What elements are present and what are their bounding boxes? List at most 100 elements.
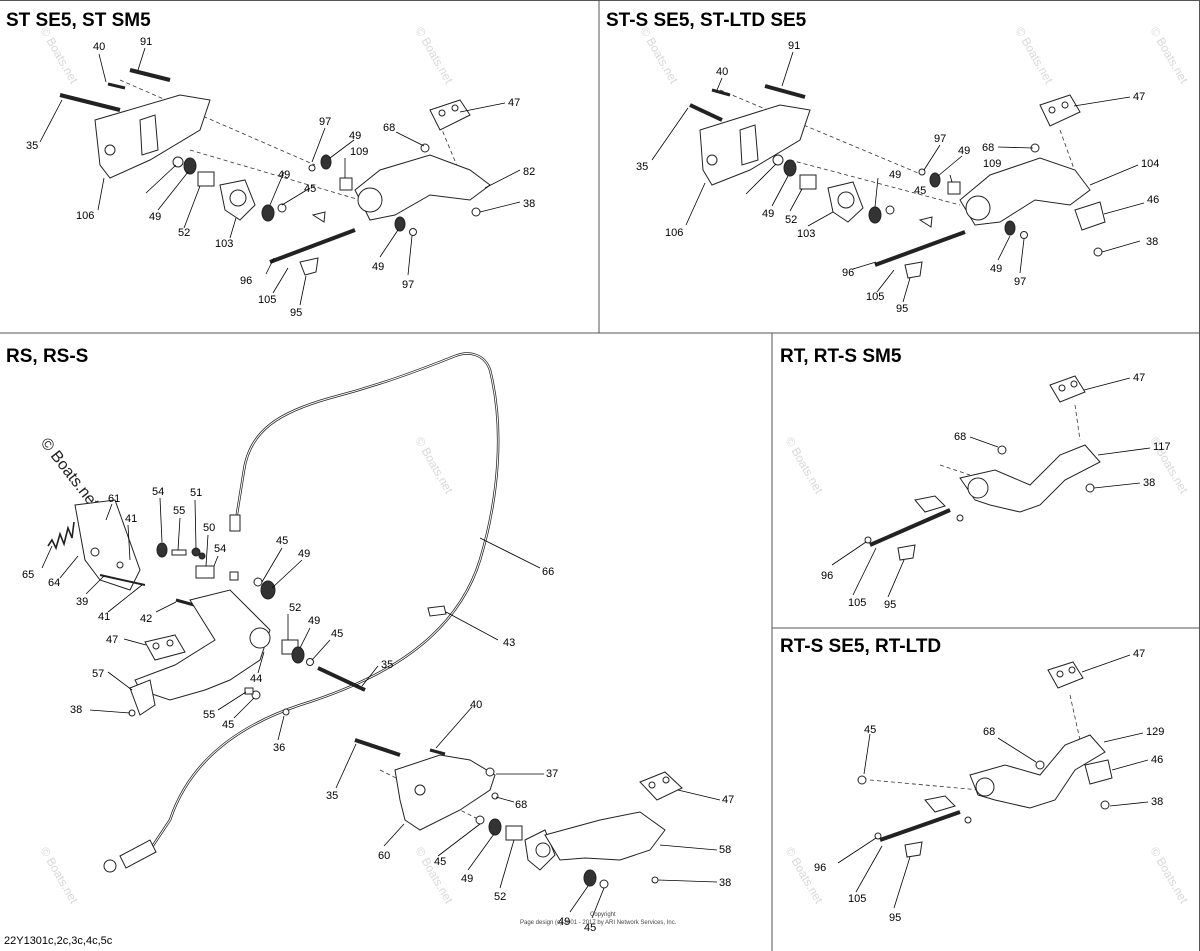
callout-number: 55 [203,709,215,721]
callout-number: 95 [884,599,896,611]
callout-number: 49 [349,130,361,142]
watermark: © Boats.net [37,25,81,87]
callout-number: 38 [70,704,82,716]
part-drawings [857,661,1113,858]
callout-number: 95 [889,912,901,924]
callout-number: 35 [26,140,38,152]
callout-number: 52 [178,227,190,239]
callout-number: 95 [290,307,302,319]
callout-numbers: 47 45 68 129 46 38 96 105 95 [814,648,1164,924]
callout-number: 49 [889,169,901,181]
panel-title: RT-S SE5, RT-LTD [780,636,941,657]
panel-st: ST SE5, ST SM5 [6,10,535,319]
leader-lines [831,377,1151,598]
callout-number: 117 [1153,441,1171,453]
watermark: © Boats.net [1147,25,1191,87]
callout-number: 50 [203,522,215,534]
callout-number: 47 [1133,372,1145,384]
panel-title: ST SE5, ST SM5 [6,10,151,31]
callout-number: 105 [848,597,866,609]
callout-number: 40 [93,41,105,53]
callout-number: 103 [215,238,233,250]
copyright-label: Copyright [590,912,616,918]
callout-number: 49 [372,261,384,273]
callout-number: 105 [258,294,276,306]
callout-number: 36 [273,742,285,754]
callout-number: 109 [350,146,368,158]
callout-number: 47 [1133,91,1145,103]
callout-number: 44 [250,673,262,685]
callout-number: 129 [1146,726,1164,738]
diagram-code: 22Y1301c,2c,3c,4c,5c [4,935,113,947]
callout-number: 97 [1014,276,1026,288]
callout-number: 96 [821,570,833,582]
part-drawings [59,68,491,276]
callout-number: 82 [523,166,535,178]
callout-number: 45 [276,535,288,547]
callout-number: 41 [125,513,137,525]
callout-number: 58 [719,844,731,856]
callout-number: 35 [326,790,338,802]
callout-number: 45 [304,183,316,195]
panel-title: RS, RS-S [6,346,88,367]
callout-number: 97 [319,116,331,128]
callout-number: 52 [494,891,506,903]
callout-number: 45 [914,185,926,197]
callout-number: 96 [814,862,826,874]
callout-number: 47 [106,634,118,646]
leader-lines [837,654,1149,909]
callout-number: 46 [1147,194,1159,206]
callout-number: 52 [785,214,797,226]
watermark: © Boats.net [37,845,81,907]
callout-number: 60 [378,850,390,862]
leader-lines [41,497,721,919]
callout-number: 103 [797,228,815,240]
watermark: © Boats.net [1012,25,1056,87]
boats-net-logo: © Boats.net [37,435,102,512]
callout-number: 38 [1151,796,1163,808]
panel-rs: RS, RS-S © Boats.net [6,346,734,934]
callout-number: 68 [383,122,395,134]
callout-number: 38 [1146,236,1158,248]
part-drawings [864,375,1101,561]
callout-number: 49 [762,208,774,220]
callout-number: 47 [722,794,734,806]
copyright-notice: Page design (c) 2001 - 2017 by ARI Netwo… [520,920,677,926]
callout-number: 45 [331,628,343,640]
callout-number: 61 [108,493,120,505]
callout-number: 91 [140,36,152,48]
callout-number: 49 [149,211,161,223]
callout-number: 66 [542,566,554,578]
watermark: © Boats.net [782,845,826,907]
callout-number: 47 [508,97,520,109]
callout-number: 45 [584,922,596,934]
panel-sts: ST-S SE5, ST-LTD SE5 [606,10,1159,315]
callout-number: 49 [298,548,310,560]
panel-rt: RT, RT-S SM5 47 68 [780,346,1171,611]
callout-number: 39 [76,596,88,608]
callout-number: 47 [1133,648,1145,660]
watermark: © Boats.net [1147,845,1191,907]
callout-number: 49 [558,916,570,928]
callout-numbers: 40 91 35 97 49 68 47 109 82 45 49 38 106… [26,36,535,319]
watermark: © Boats.net [412,25,456,87]
leader-lines [651,51,1145,303]
callout-number: 49 [958,145,970,157]
callout-number: 37 [546,768,558,780]
watermark: © Boats.net [412,845,456,907]
callout-number: 51 [190,487,202,499]
part-drawings [47,499,683,889]
callout-number: 106 [665,227,683,239]
callout-number: 49 [461,873,473,885]
callout-number: 46 [1151,754,1163,766]
callout-number: 38 [1143,477,1155,489]
callout-number: 57 [92,668,104,680]
callout-number: 109 [983,158,1001,170]
callout-number: 96 [842,267,854,279]
part-drawings [689,84,1106,279]
watermark: © Boats.net [412,435,456,497]
panel-rtse: RT-S SE5, RT-LTD [780,636,1164,924]
callout-number: 97 [402,279,414,291]
callout-number: 96 [240,275,252,287]
